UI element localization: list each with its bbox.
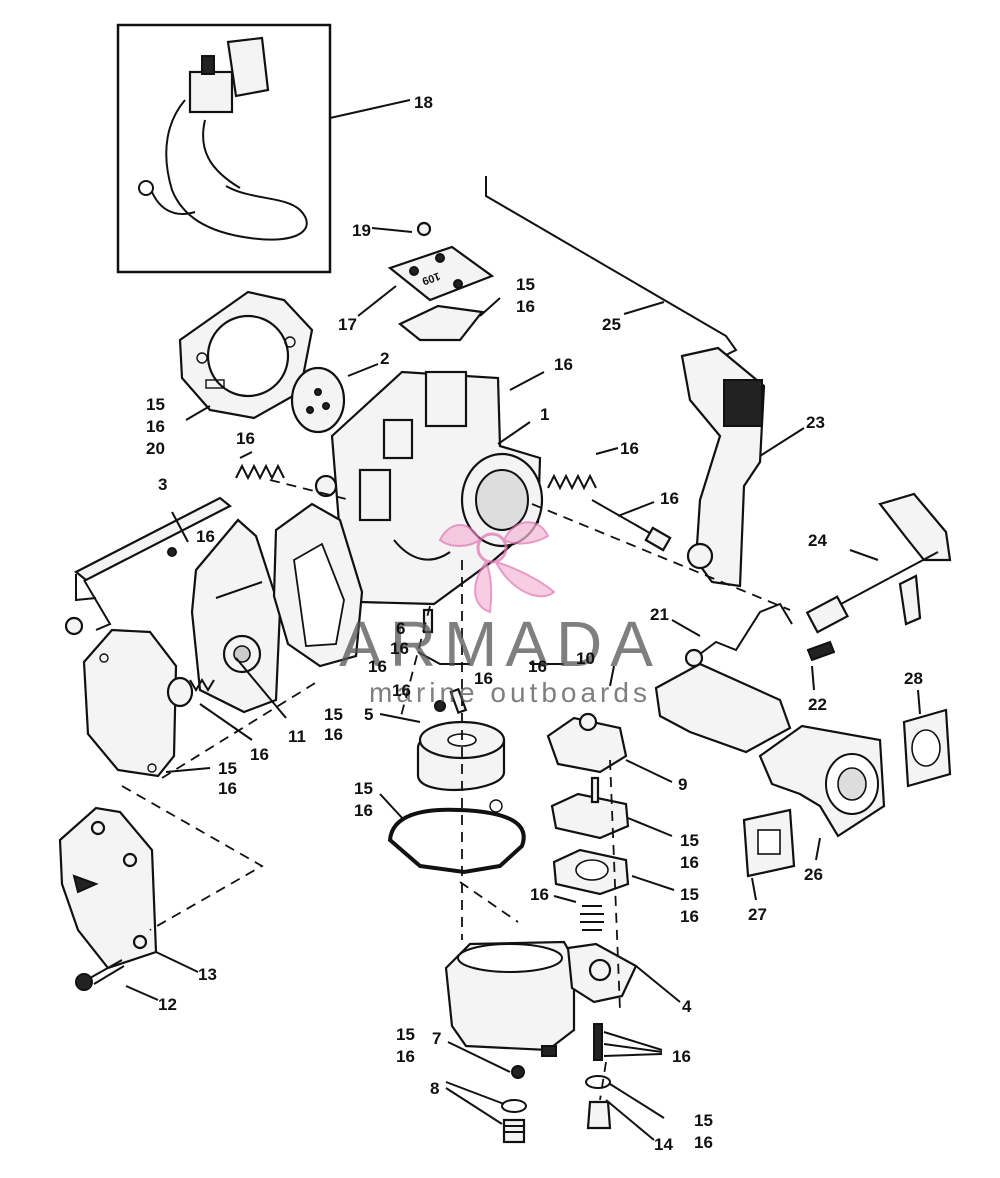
callout-24: 24 (808, 531, 827, 550)
float (416, 720, 506, 792)
body-gasket (272, 502, 364, 668)
callout-gasket-top-16: 16 (516, 297, 535, 316)
callout-drain-seal-16: 16 (694, 1133, 713, 1152)
callout-26: 26 (804, 865, 823, 884)
callout-gasket-mid-15: 15 (324, 705, 343, 724)
stacked-callouts: 15 16 16 15 16 20 16 16 16 16 16 16 16 1… (146, 275, 713, 1152)
callout-25: 25 (602, 315, 621, 334)
bowl-gasket (387, 799, 526, 875)
callout-11: 11 (288, 727, 306, 746)
cover-gasket (82, 628, 178, 778)
callout-lever-16: 16 (196, 527, 215, 546)
choke-link-rod (485, 176, 738, 357)
plate-label: 109 (420, 269, 441, 287)
callout-numbers: 18 19 17 25 2 1 23 3 24 21 6 10 28 22 5 … (158, 93, 923, 1154)
idle-spring (235, 463, 285, 481)
callout-17: 17 (338, 315, 357, 334)
watermark-brand: ARMADA (339, 608, 661, 680)
callout-2: 2 (380, 349, 389, 368)
callout-jet-right-16: 16 (528, 657, 547, 676)
callout-gasket-left-20: 20 (146, 439, 165, 458)
pump-screw (75, 959, 125, 991)
callout-bowl-screw-seal-15: 15 (396, 1025, 415, 1044)
callout-bowl-gasket-15: 15 (354, 779, 373, 798)
callout-7: 7 (432, 1029, 441, 1048)
callout-27: 27 (748, 905, 767, 924)
float-lever (417, 608, 470, 715)
callout-pump-gasket-16: 16 (680, 907, 699, 926)
float-bowl (444, 940, 638, 1057)
callout-float-pin-b-16: 16 (392, 681, 411, 700)
intake-adapter (758, 724, 886, 838)
callout-drain-seal-15: 15 (694, 1111, 713, 1130)
callout-10: 10 (576, 649, 595, 668)
callout-3: 3 (158, 475, 167, 494)
callout-gasket-mid-16: 16 (324, 725, 343, 744)
callout-9: 9 (678, 775, 687, 794)
flange-gasket (178, 290, 314, 420)
callout-gasket-left-15: 15 (146, 395, 165, 414)
watermark-tagline: marine outboards (369, 677, 651, 708)
callout-14: 14 (654, 1135, 673, 1154)
callout-4: 4 (682, 997, 692, 1016)
callout-13: 13 (198, 965, 217, 984)
mixture-spring (547, 473, 672, 552)
callout-screw-small-16: 16 (554, 355, 573, 374)
callout-pump-gasket-15: 15 (680, 885, 699, 904)
assembly-lines (121, 479, 791, 1101)
leader-lines (125, 99, 921, 1141)
diaphragm-disc (290, 366, 346, 434)
callout-check-valve-16: 16 (250, 745, 269, 764)
callout-bowl-gasket-16: 16 (354, 801, 373, 820)
callout-6: 6 (396, 619, 405, 638)
accelerator-pump (546, 712, 630, 931)
callout-pump-spring-16: 16 (530, 885, 549, 904)
choke-bracket (680, 346, 766, 588)
solenoid-inset (116, 23, 332, 274)
pump-cover (58, 806, 158, 970)
callout-19: 19 (352, 221, 371, 240)
callout-5: 5 (364, 705, 373, 724)
callout-gasket-left-16: 16 (146, 417, 165, 436)
square-gasket (742, 808, 796, 878)
top-cover-plate (387, 221, 495, 342)
fuel-pump-housing (190, 518, 282, 714)
drain-plugs (501, 1023, 612, 1144)
callout-cover-gasket-16: 16 (218, 779, 237, 798)
callout-18: 18 (414, 93, 433, 112)
callout-12: 12 (158, 995, 177, 1014)
mount-bracket (654, 602, 836, 754)
callout-spring-top-16: 16 (236, 429, 255, 448)
carburetor-body (314, 370, 544, 606)
callout-gasket-top-15: 15 (516, 275, 535, 294)
armada-logo-mark (438, 521, 556, 614)
callout-checks-16: 16 (672, 1047, 691, 1066)
throttle-shaft (64, 496, 233, 636)
callout-cover-gasket-15: 15 (218, 759, 237, 778)
callout-bowl-screw-seal-16: 16 (396, 1047, 415, 1066)
check-valve (166, 676, 215, 708)
callout-diaphragm-15: 15 (680, 831, 699, 850)
callout-1: 1 (540, 405, 549, 424)
callout-22: 22 (808, 695, 827, 714)
callout-8: 8 (430, 1079, 439, 1098)
callout-21: 21 (650, 605, 669, 624)
callout-diaphragm-16: 16 (680, 853, 699, 872)
callout-jet-mid-16: 16 (474, 669, 493, 688)
callout-23: 23 (806, 413, 825, 432)
flange-gasket-28 (902, 708, 952, 788)
callout-spring-mid-16: 16 (620, 439, 639, 458)
callout-28: 28 (904, 669, 923, 688)
callout-screw-right-16: 16 (660, 489, 679, 508)
callout-float-pin-a-16: 16 (390, 639, 409, 658)
callout-jet-left-16: 16 (368, 657, 387, 676)
throttle-lever (805, 492, 952, 634)
